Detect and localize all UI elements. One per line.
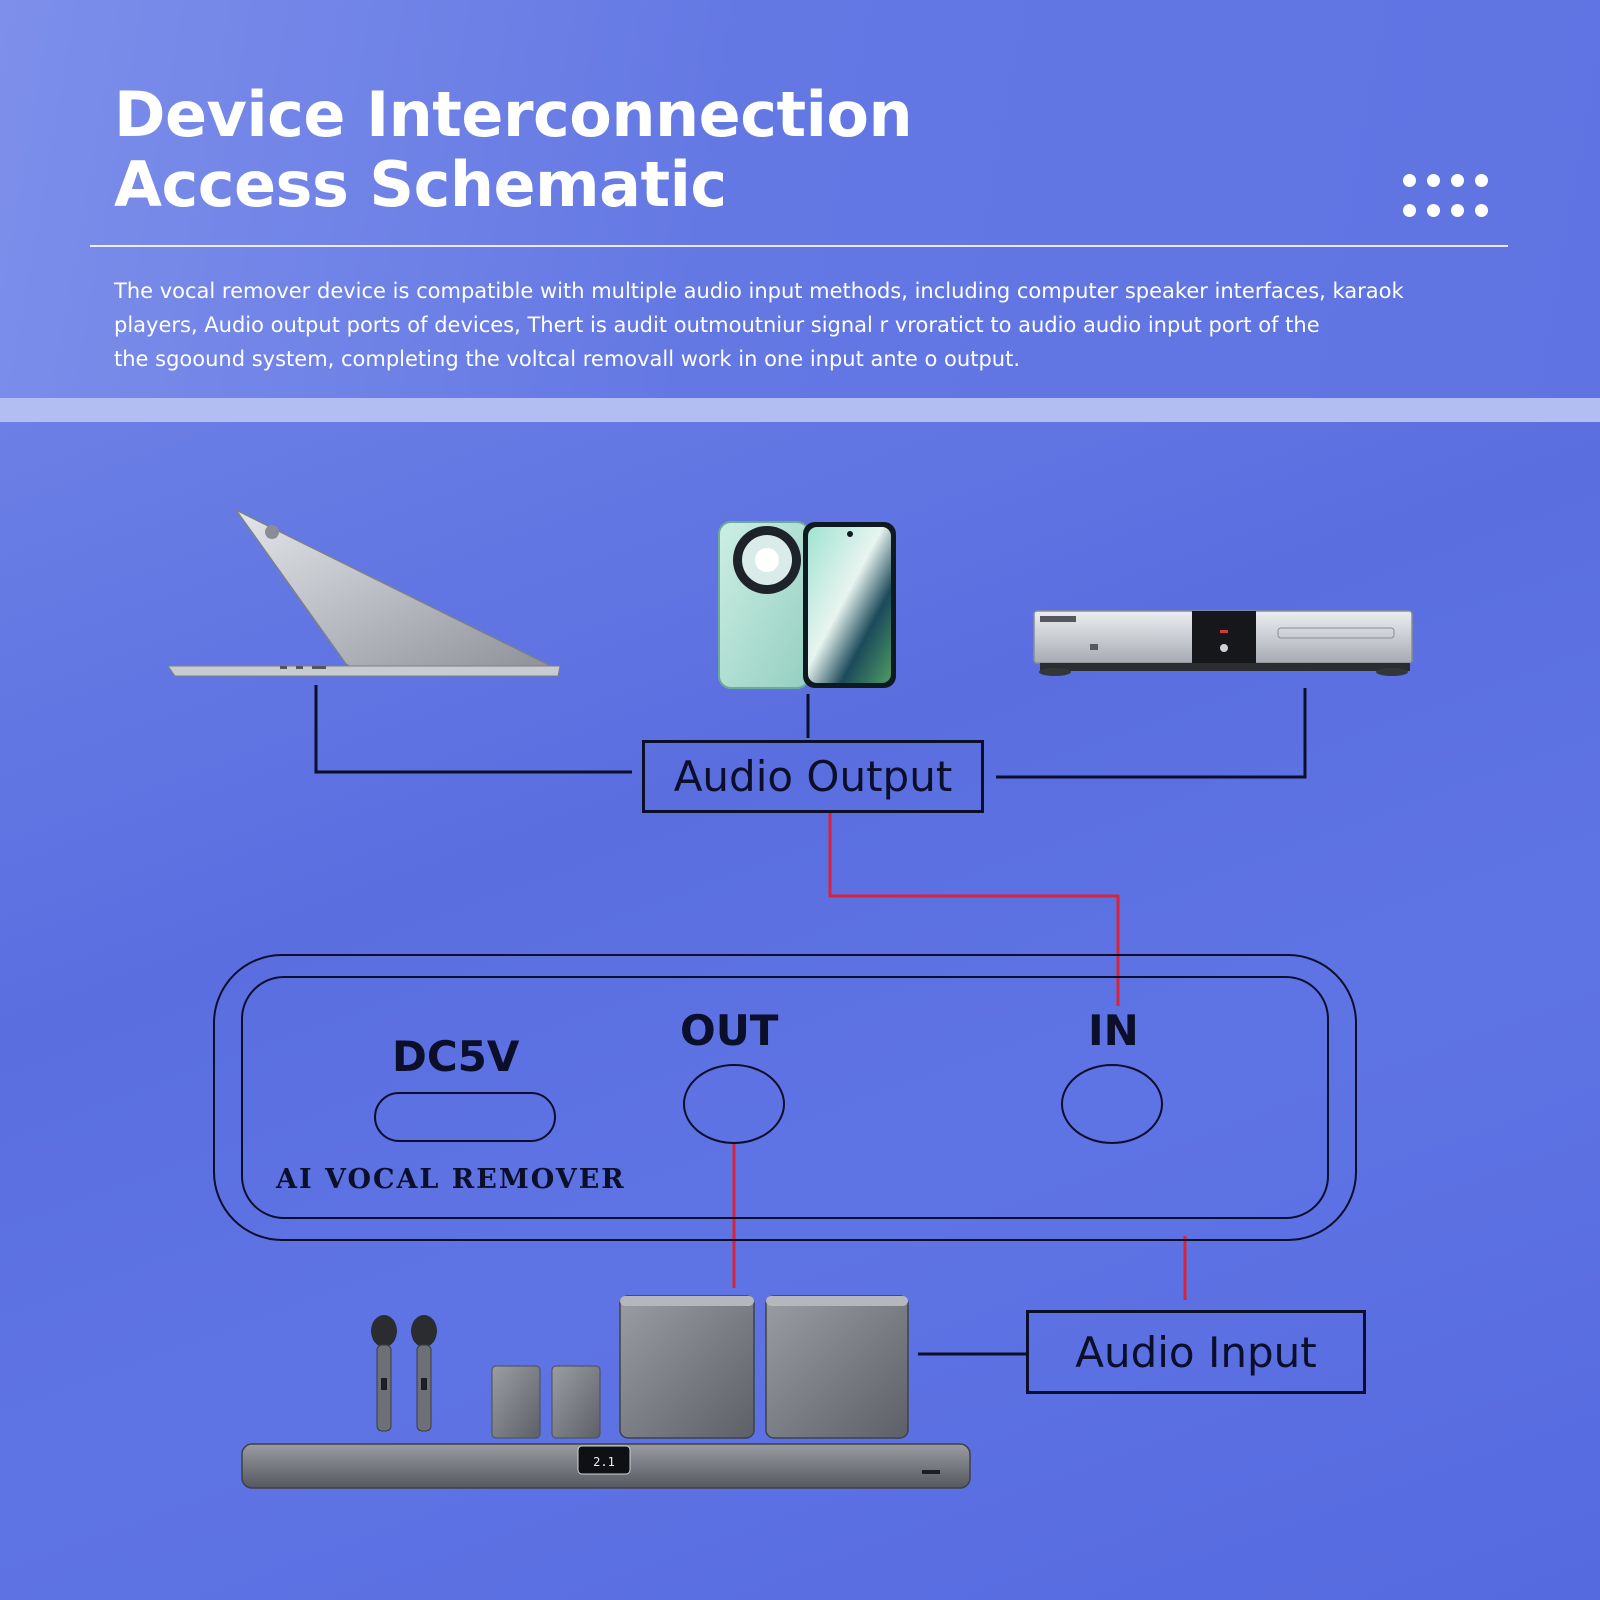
microphone-icon: [411, 1315, 437, 1432]
page-title-line-2: Access Schematic: [114, 148, 727, 221]
laptop-icon: [167, 509, 561, 677]
audio-output-box: Audio Output: [642, 740, 984, 813]
media-player-icon: [1033, 610, 1413, 676]
dc5v-port-label: DC5V: [392, 1032, 520, 1081]
subwoofer-icon: [619, 1295, 909, 1439]
description-line-3: the sgoound system, completing the voltc…: [114, 347, 1020, 371]
device-brand-label: AI VOCAL REMOVER: [276, 1164, 626, 1195]
audio-input-box: Audio Input: [1026, 1310, 1366, 1394]
microphone-icon: [371, 1315, 397, 1432]
page-title-line-1: Device Interconnection: [114, 78, 913, 151]
description-line-1: The vocal remover device is compatible w…: [114, 279, 1404, 303]
menu-dots-icon: [1403, 174, 1491, 222]
soundbar-icon: [241, 1443, 971, 1489]
header-divider: [90, 245, 1508, 247]
smartphone-icon: [718, 521, 896, 689]
speaker-icon: [491, 1365, 601, 1439]
out-port-label: OUT: [680, 1006, 779, 1055]
description-line-2: players, Audio output ports of devices, …: [114, 313, 1320, 337]
in-port-label: IN: [1088, 1006, 1139, 1055]
soundbar-display: 2.1: [593, 1455, 615, 1469]
header-banner: [0, 0, 1600, 398]
section-divider-band: [0, 398, 1600, 422]
